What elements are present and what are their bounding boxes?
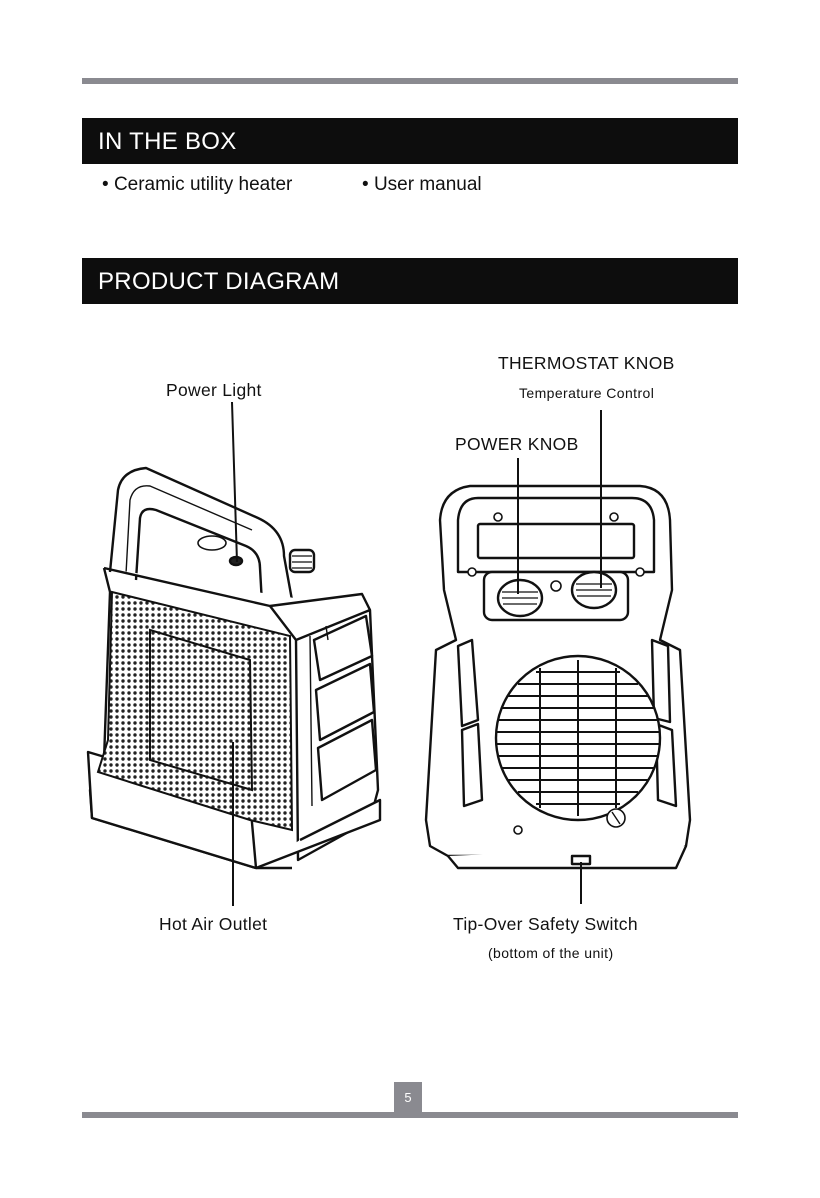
right-heater: [426, 486, 690, 868]
page-number: 5: [394, 1082, 422, 1114]
bottom-rule: [82, 1112, 738, 1118]
